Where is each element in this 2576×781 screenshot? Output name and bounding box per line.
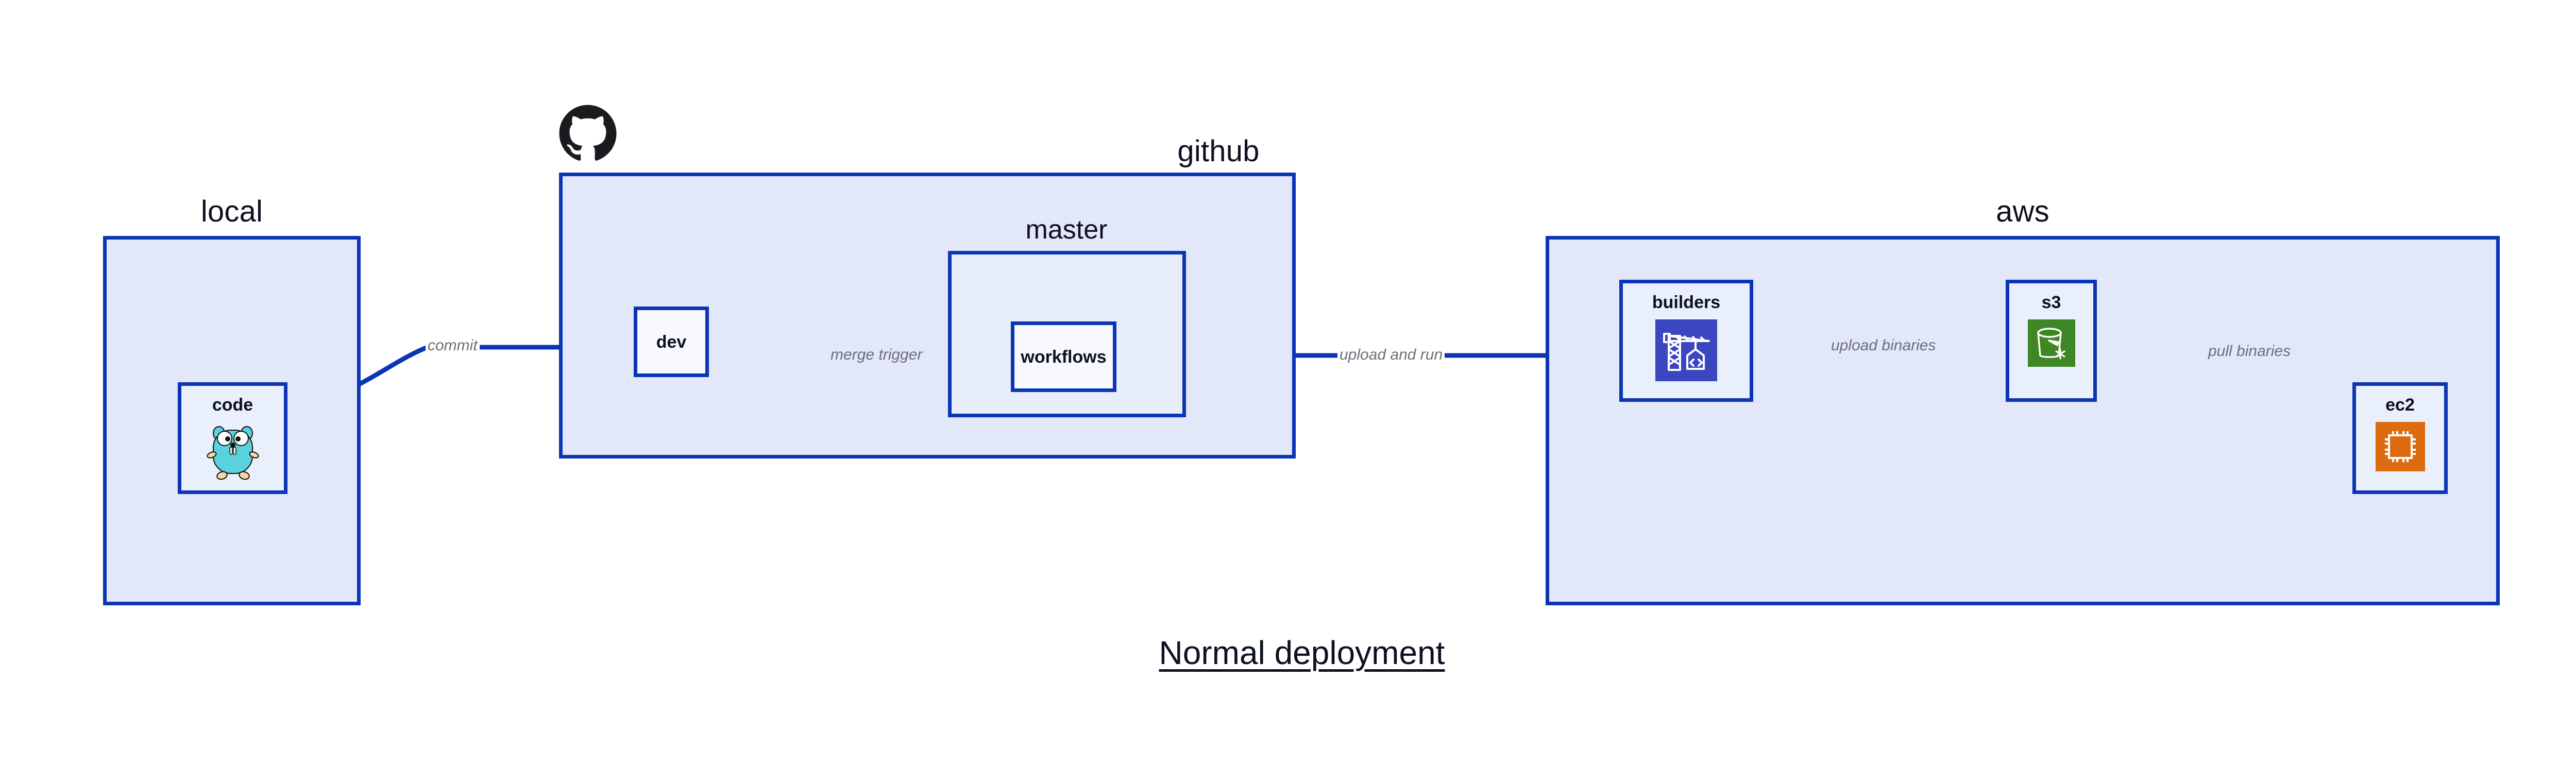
group-label-aws: aws — [1996, 195, 2049, 228]
node-builders-label: builders — [1652, 293, 1721, 312]
aws-s3-bucket-icon — [2027, 319, 2075, 367]
node-s3[interactable]: s3 — [2006, 280, 2097, 402]
node-code-label: code — [212, 395, 253, 415]
diagram-caption: Normal deployment — [1159, 634, 1445, 671]
github-octocat-icon — [556, 102, 619, 167]
edge-label-pull-binaries: pull binaries — [2206, 343, 2293, 360]
edge-label-upload-binaries: upload binaries — [1829, 337, 1938, 354]
node-builders[interactable]: builders — [1619, 280, 1753, 402]
node-workflows-label: workflows — [1021, 347, 1107, 367]
aws-codebuild-crane-icon — [1655, 319, 1717, 381]
group-label-github: github — [1177, 134, 1260, 168]
node-dev-label: dev — [656, 332, 687, 352]
node-s3-label: s3 — [2041, 293, 2061, 312]
group-label-local: local — [200, 195, 263, 228]
subgroup-label-master: master — [1025, 215, 1108, 245]
node-code[interactable]: code — [178, 382, 287, 494]
aws-ec2-chip-icon — [2375, 422, 2425, 471]
node-workflows[interactable]: workflows — [1011, 321, 1116, 392]
edge-label-upload-and-run: upload and run — [1337, 346, 1445, 363]
node-dev[interactable]: dev — [634, 307, 709, 377]
edge-label-commit: commit — [426, 337, 480, 354]
edge-label-merge-trigger: merge trigger — [828, 346, 925, 363]
node-ec2-label: ec2 — [2385, 395, 2415, 415]
golang-gopher-icon — [205, 422, 261, 483]
node-ec2[interactable]: ec2 — [2352, 382, 2448, 494]
